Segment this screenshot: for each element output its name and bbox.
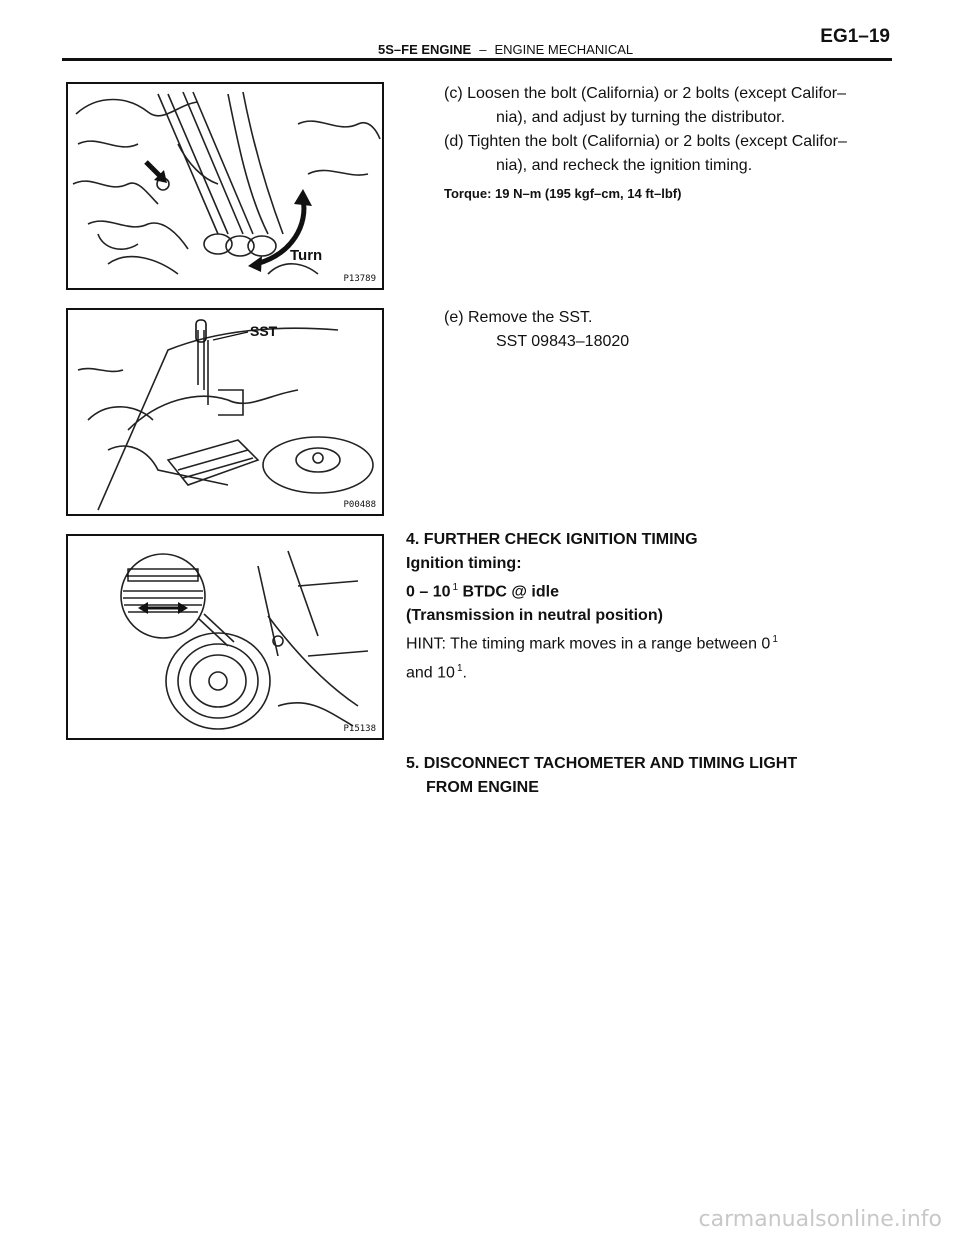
transmission-note: (Transmission in neutral position) <box>406 607 663 625</box>
hint-text-2: and 10 <box>406 663 455 681</box>
figure-label-turn: Turn <box>290 247 322 264</box>
step-d-line1: (d) Tighten the bolt (California) or 2 b… <box>444 133 847 150</box>
step-4: 4. FURTHER CHECK IGNITION TIMING Ignitio… <box>406 528 906 685</box>
distributor-illustration: Turn <box>72 91 381 275</box>
degree-mark: 1 <box>456 662 463 674</box>
torque-spec: Torque: 19 N–m (195 kgf–cm, 14 ft–lbf) <box>444 186 682 201</box>
figure-sst: SST P00488 <box>66 308 384 516</box>
header-rule <box>62 58 892 61</box>
watermark: carmanualsonline.info <box>698 1207 942 1232</box>
step-4-title: 4. FURTHER CHECK IGNITION TIMING <box>406 531 698 548</box>
hint-line1: HINT: The timing mark moves in a range b… <box>406 628 906 656</box>
step-5: 5. DISCONNECT TACHOMETER AND TIMING LIGH… <box>406 752 906 800</box>
header-dash: – <box>479 42 487 57</box>
header-section: 5S–FE ENGINE–ENGINE MECHANICAL <box>378 42 633 57</box>
step-5-line1: 5. DISCONNECT TACHOMETER AND TIMING LIGH… <box>406 755 798 772</box>
ignition-timing-range: 0 – 10 <box>406 583 451 601</box>
step-d-line2: nia), and recheck the ignition timing. <box>496 157 753 174</box>
figure-code: P00488 <box>343 500 376 510</box>
sst-illustration: SST <box>77 319 374 511</box>
figure-label-sst: SST <box>250 323 278 339</box>
page-code: EG1–19 <box>820 26 890 47</box>
timing-mark-illustration <box>120 550 369 730</box>
hint-period: . <box>462 663 467 681</box>
figure-timing-mark: P15138 <box>66 534 384 740</box>
degree-mark: 1 <box>452 582 459 593</box>
figure-code: P13789 <box>343 274 376 284</box>
figure-code: P15138 <box>343 724 376 734</box>
ignition-timing-tail: BTDC @ idle <box>462 583 560 601</box>
page-header: 5S–FE ENGINE–ENGINE MECHANICAL EG1–19 <box>0 0 960 62</box>
ignition-timing-label: Ignition timing: <box>406 555 522 572</box>
step-c-line1: (c) Loosen the bolt (California) or 2 bo… <box>444 85 846 102</box>
sst-number: SST 09843–18020 <box>496 333 630 350</box>
figure-distributor: Turn P13789 <box>66 82 384 290</box>
header-section-bold: 5S–FE ENGINE <box>378 42 472 57</box>
step-c-d: (c) Loosen the bolt (California) or 2 bo… <box>444 82 904 206</box>
degree-mark: 1 <box>772 634 778 646</box>
step-5-line2: FROM ENGINE <box>426 779 539 796</box>
step-e: (e) Remove the SST. SST 09843–18020 <box>444 306 904 354</box>
header-section-rest: ENGINE MECHANICAL <box>494 42 634 57</box>
step-c-line2: nia), and adjust by turning the distribu… <box>496 109 786 126</box>
hint-text: HINT: The timing mark moves in a range b… <box>406 635 771 653</box>
step-e-line1: (e) Remove the SST. <box>444 309 593 326</box>
